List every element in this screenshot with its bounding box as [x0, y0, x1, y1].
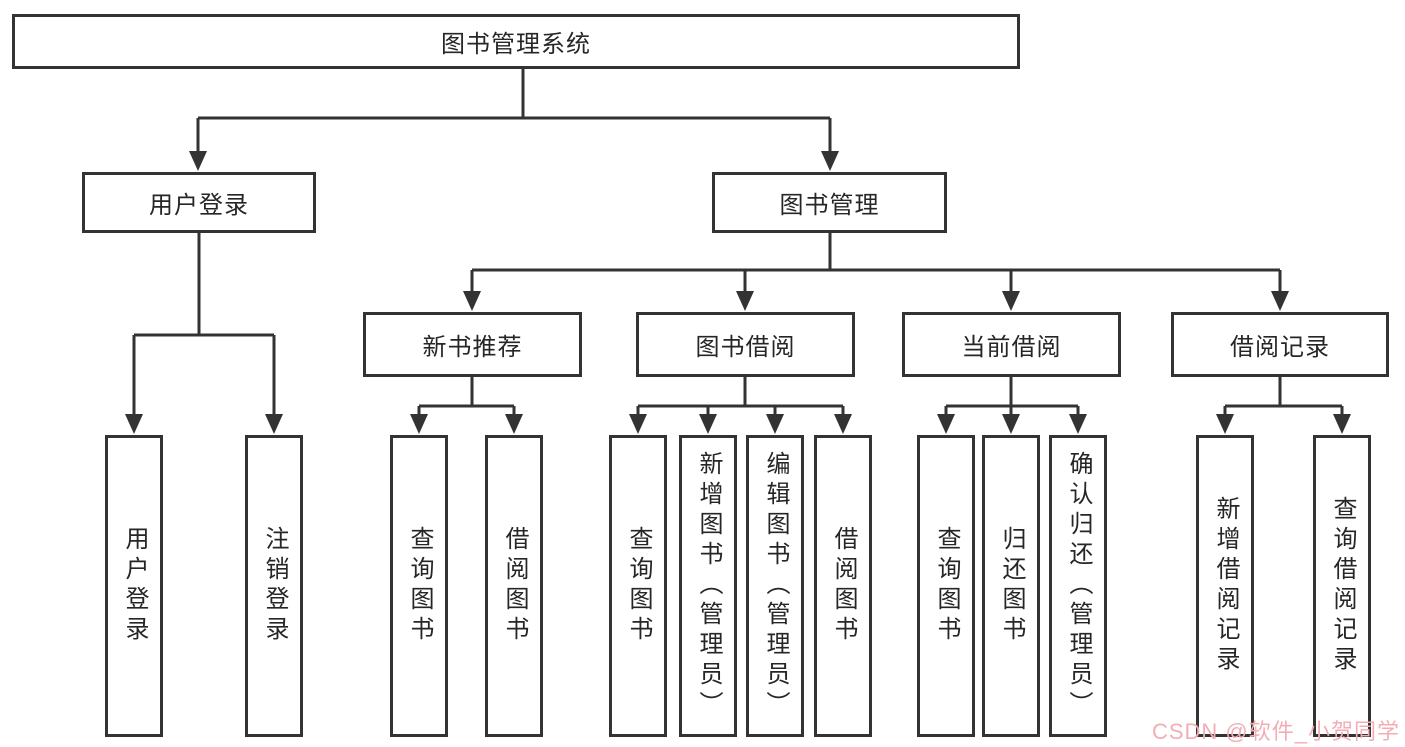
- node-label: 图书管理: [779, 192, 880, 219]
- leaf-label: 确认归还（管理员）: [1065, 451, 1092, 721]
- leaf-add-borrow-record: 新增借阅记录: [1196, 435, 1254, 737]
- leaf-query-books-current: 查询图书: [917, 435, 975, 737]
- leaf-query-books-borrow: 查询图书: [609, 435, 667, 737]
- leaf-label: 借阅图书: [830, 526, 857, 646]
- leaf-confirm-return-admin: 确认归还（管理员）: [1049, 435, 1107, 737]
- node-new-book-recommendation: 新书推荐: [363, 312, 582, 377]
- watermark: CSDN @软件_小贺同学: [1151, 719, 1400, 744]
- leaf-return-books: 归还图书: [982, 435, 1040, 737]
- node-label: 新书推荐: [422, 334, 523, 361]
- leaf-label: 查询借阅记录: [1329, 496, 1356, 676]
- node-current-borrowing: 当前借阅: [902, 312, 1121, 377]
- leaf-query-borrow-record: 查询借阅记录: [1313, 435, 1371, 737]
- leaf-edit-books-admin: 编辑图书（管理员）: [746, 435, 804, 737]
- leaf-user-login: 用户登录: [105, 435, 163, 737]
- leaf-label: 注销登录: [261, 526, 288, 646]
- leaf-label: 查询图书: [933, 526, 960, 646]
- leaf-borrow-books: 借阅图书: [814, 435, 872, 737]
- node-label: 当前借阅: [961, 334, 1062, 361]
- leaf-label: 查询图书: [625, 526, 652, 646]
- node-borrowing-records: 借阅记录: [1171, 312, 1389, 377]
- node-library-management-system: 图书管理系统: [12, 14, 1020, 69]
- node-book-management: 图书管理: [712, 172, 947, 233]
- node-label: 图书借阅: [695, 334, 796, 361]
- leaf-logout: 注销登录: [245, 435, 303, 737]
- node-label: 用户登录: [149, 192, 249, 219]
- leaf-label: 新增借阅记录: [1212, 496, 1239, 676]
- leaf-query-books-recommend: 查询图书: [390, 435, 448, 737]
- leaf-label: 编辑图书（管理员）: [762, 451, 789, 721]
- leaf-borrow-books-recommend: 借阅图书: [485, 435, 543, 737]
- node-user-login: 用户登录: [82, 172, 316, 233]
- leaf-label: 用户登录: [121, 526, 148, 646]
- leaf-label: 归还图书: [998, 526, 1025, 646]
- node-label: 借阅记录: [1230, 334, 1330, 361]
- node-book-borrowing: 图书借阅: [636, 312, 855, 377]
- leaf-label: 借阅图书: [501, 526, 528, 646]
- leaf-add-books-admin: 新增图书（管理员）: [679, 435, 737, 737]
- leaf-label: 新增图书（管理员）: [695, 451, 722, 721]
- leaf-label: 查询图书: [406, 526, 433, 646]
- node-label: 图书管理系统: [441, 31, 591, 58]
